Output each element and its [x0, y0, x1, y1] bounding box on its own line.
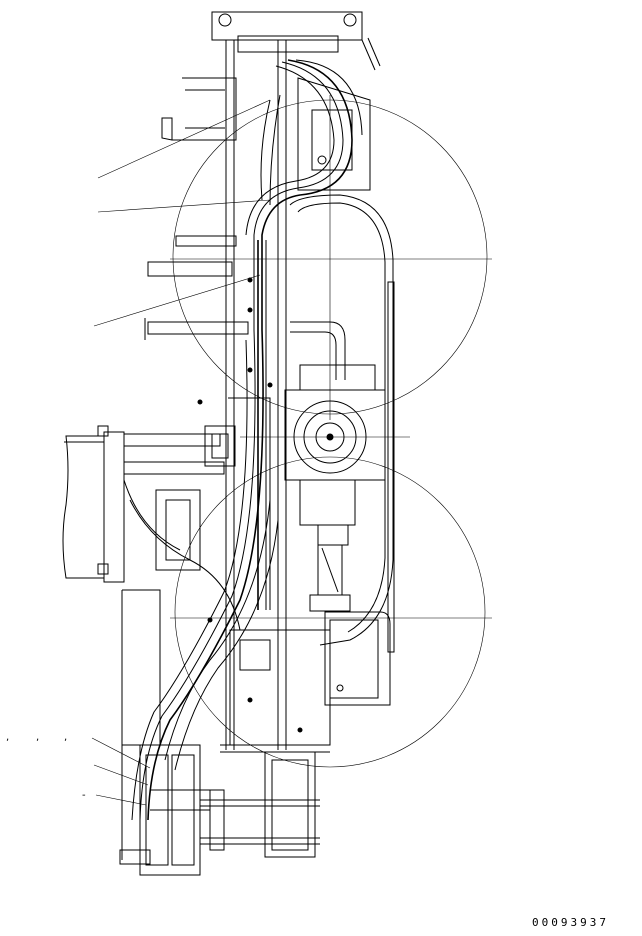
callout-mark-2: , — [36, 732, 40, 743]
callout-mark-4: - — [82, 790, 86, 801]
top-mount-bracket — [211, 11, 381, 71]
bolt-markers — [197, 277, 303, 733]
callout-mark-1: , — [6, 732, 10, 743]
main-frame — [220, 40, 330, 753]
lower-hose-bundle — [123, 329, 279, 821]
cross-members — [144, 235, 346, 380]
transmission-hub — [240, 364, 410, 546]
drive-shaft — [309, 544, 351, 612]
rear-hitch — [200, 751, 320, 858]
front-wheel-outline — [170, 95, 492, 420]
upper-right-valve-block — [297, 77, 371, 191]
left-oil-tank — [62, 425, 125, 583]
vertical-pipes — [228, 240, 271, 610]
mid-valve-bank — [123, 425, 236, 571]
leader-lines — [91, 99, 271, 806]
upper-left-tank — [161, 77, 237, 141]
track-belt — [289, 194, 395, 653]
rear-wheel-outline — [170, 456, 492, 768]
callout-mark-3: , — [64, 732, 68, 743]
control-valve-stack — [119, 744, 210, 876]
part-number-label: 00093937 — [532, 916, 609, 929]
upper-hose-bundle — [245, 59, 363, 330]
lower-right-tank — [324, 611, 391, 706]
